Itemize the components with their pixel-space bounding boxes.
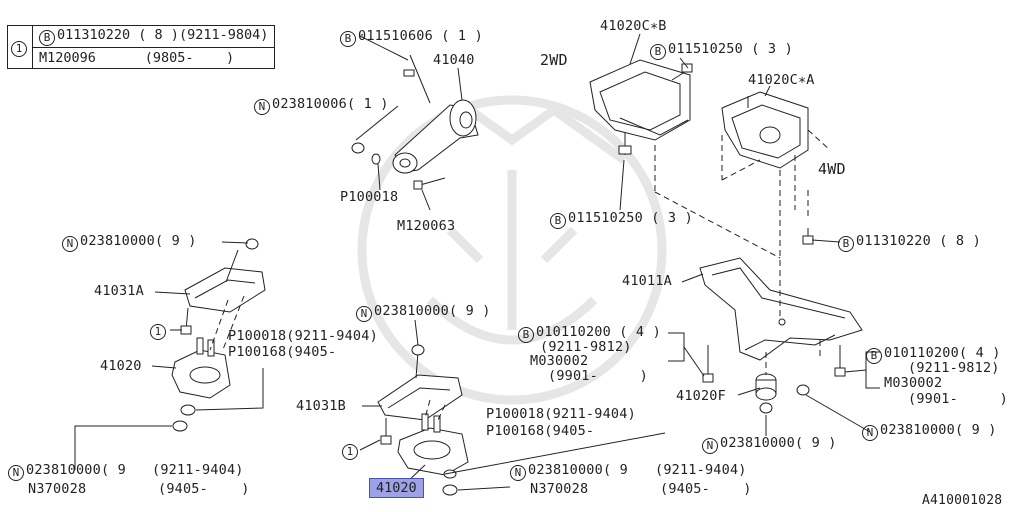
- callout-text: 023810000( 9 ): [720, 435, 837, 451]
- reference-row2-date: (9805- ): [144, 50, 235, 66]
- figure-id: A410001028: [922, 493, 1003, 508]
- callout-n370028-bl[interactable]: N370028: [28, 481, 87, 497]
- callout-p100168-left[interactable]: P100168(9405-: [228, 344, 337, 360]
- bolt-code-circle: B: [838, 236, 854, 252]
- bolt-code-circle: B: [518, 327, 534, 343]
- callout-41020cb[interactable]: 41020C∗B: [600, 18, 667, 34]
- dashed-alignment-lines: [209, 129, 831, 421]
- callout-ref1-center[interactable]: 1: [342, 443, 360, 460]
- callout-41011a[interactable]: 41011A: [622, 273, 672, 289]
- callout-text: 011510606 ( 1 ): [358, 28, 483, 44]
- bolt-code-circle: B: [39, 30, 55, 46]
- reference-row1-qty: ( 8 ): [138, 27, 179, 43]
- bolt-code-circle: B: [550, 213, 566, 229]
- crossmember-41011a-drawing: [699, 228, 863, 383]
- label-2wd: 2WD: [540, 51, 568, 69]
- callout-text: 023810000( 9: [528, 462, 628, 478]
- callout-p100018-center[interactable]: P100018(9211-9404): [486, 406, 636, 422]
- nut-code-circle: N: [8, 465, 24, 481]
- callout-text: 010110200( 4 ): [884, 345, 1001, 361]
- reference-row2-cell: M120096 (9805- ): [31, 47, 276, 69]
- callout-ref1-left[interactable]: 1: [150, 323, 168, 340]
- callout-text: 011510250 ( 3 ): [668, 41, 793, 57]
- callout-n370028-bc[interactable]: N370028: [530, 481, 589, 497]
- callout-41040[interactable]: 41040: [433, 52, 475, 68]
- nut-code-circle: N: [254, 99, 270, 115]
- callout-41020f[interactable]: 41020F: [676, 388, 726, 404]
- mount-41020-center-drawing: [397, 413, 469, 496]
- selected-part-41020[interactable]: 41020: [369, 478, 424, 498]
- mount-41020-left-drawing: [171, 337, 231, 432]
- callout-text: 011510250 ( 3 ): [568, 210, 693, 226]
- bolt-code-circle: B: [866, 348, 882, 364]
- reference-row1-date: (9211-9804): [178, 27, 269, 43]
- torque-rod-41040-drawing: [351, 54, 479, 190]
- reference-circle: 1: [150, 324, 166, 340]
- callout-p100018-left[interactable]: P100018(9211-9404): [228, 328, 378, 344]
- callout-41020ca[interactable]: 41020C∗A: [748, 72, 815, 88]
- callout-text: 011310220 ( 8 ): [856, 233, 981, 249]
- reference-row2-part[interactable]: M120096: [39, 50, 96, 66]
- callout-text: 023810000( 9 ): [80, 233, 197, 249]
- callout-text: 023810000( 9: [26, 462, 126, 478]
- callout-m030002-center[interactable]: M030002: [530, 353, 589, 369]
- nut-code-circle: N: [356, 306, 372, 322]
- nut-code-circle: N: [62, 236, 78, 252]
- date-9211-9404-bl: (9211-9404): [152, 462, 244, 478]
- callout-text: 023810000( 9 ): [374, 303, 491, 319]
- mount-41020f-drawing: [755, 373, 810, 414]
- date-9211-9812-right: (9211-9812): [908, 360, 1000, 376]
- reference-index-cell: 1: [7, 25, 33, 69]
- reference-row-2: M120096 (9805- ): [8, 47, 276, 69]
- callout-text: 023810006( 1 ): [272, 96, 389, 112]
- date-9211-9404-bc: (9211-9404): [655, 462, 747, 478]
- callout-41031a[interactable]: 41031A: [94, 283, 144, 299]
- callout-41020-left[interactable]: 41020: [100, 358, 142, 374]
- callout-41031b[interactable]: 41031B: [296, 398, 346, 414]
- bolt-code-circle: B: [340, 31, 356, 47]
- callout-p100168-center[interactable]: P100168(9405-: [486, 423, 595, 439]
- date-9901-center: (9901- ): [548, 368, 648, 384]
- bolt-code-circle: B: [650, 44, 666, 60]
- reference-row1-part[interactable]: 011310220: [57, 27, 131, 43]
- callout-text: 010110200 ( 4 ): [536, 324, 661, 340]
- reference-circle: 1: [342, 444, 358, 460]
- callout-m030002-right[interactable]: M030002: [884, 375, 943, 391]
- bracket-41020cb-drawing: [589, 59, 693, 155]
- callout-text: 023810000( 9 ): [880, 422, 997, 438]
- reference-index-circle: 1: [11, 40, 27, 57]
- callout-p100018-top[interactable]: P100018: [340, 189, 399, 205]
- callout-m120063[interactable]: M120063: [397, 218, 456, 234]
- nut-code-circle: N: [702, 438, 718, 454]
- bracket-41020ca-drawing: [721, 91, 809, 169]
- nut-code-circle: N: [862, 425, 878, 441]
- date-9901-right: (9901- ): [908, 391, 1008, 407]
- date-9211-9812-center: (9211-9812): [540, 339, 632, 355]
- bracket-41031a-drawing: [180, 238, 266, 335]
- label-4wd: 4WD: [818, 160, 846, 178]
- watermark-emblem: [357, 95, 667, 405]
- bracket-41031b-drawing: [377, 344, 463, 445]
- nut-code-circle: N: [510, 465, 526, 481]
- date-9405-bc: (9405- ): [660, 481, 752, 497]
- date-9405-bl: (9405- ): [158, 481, 250, 497]
